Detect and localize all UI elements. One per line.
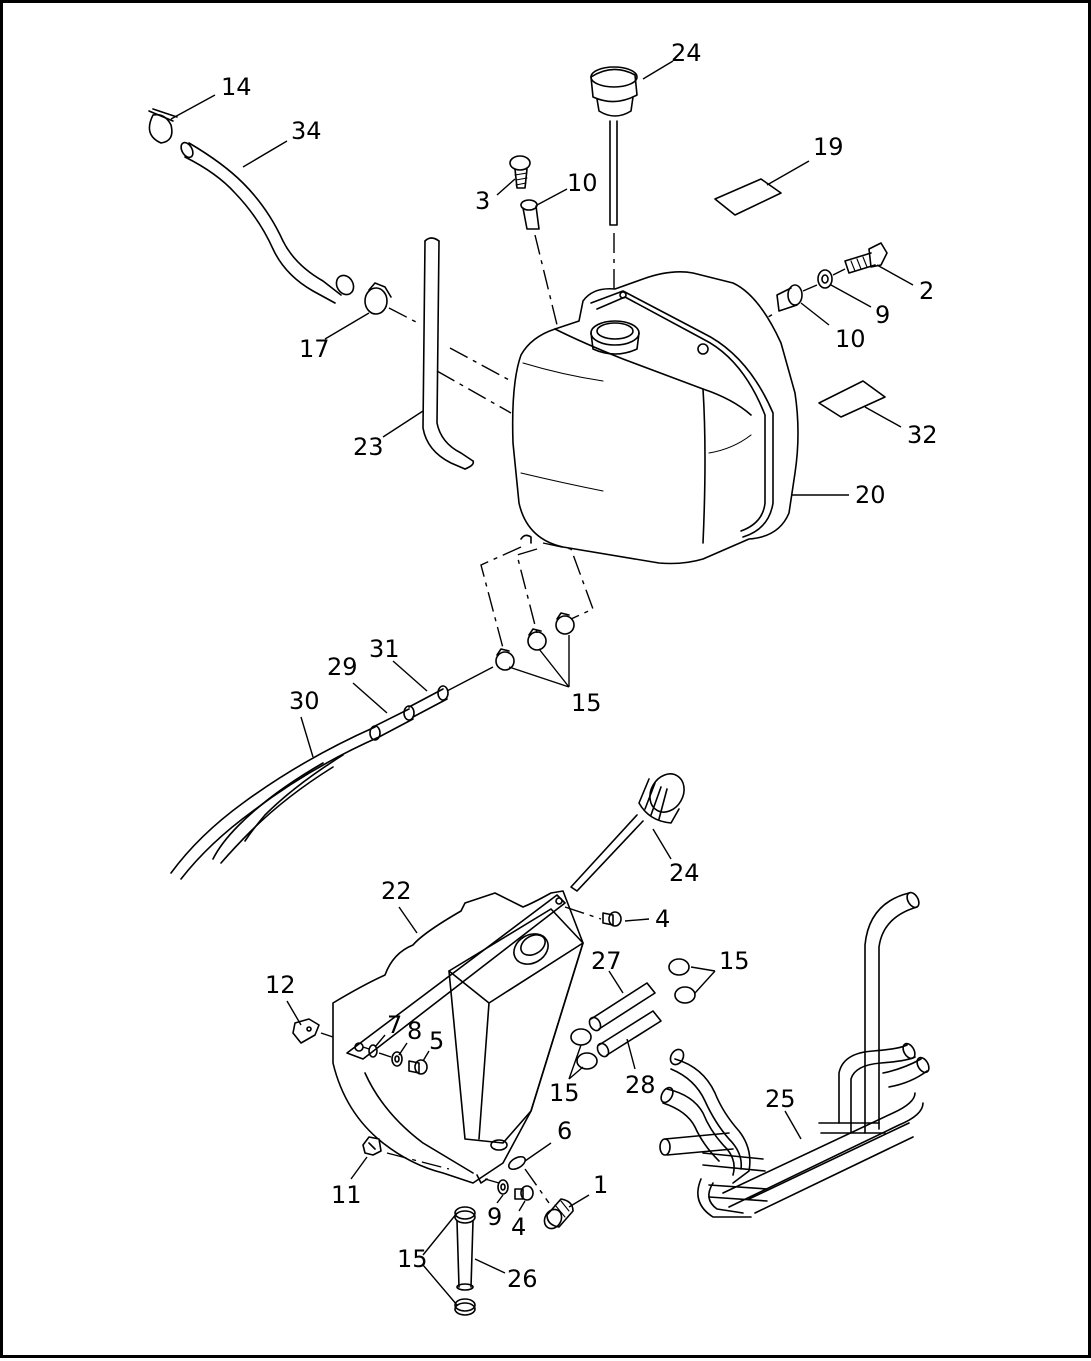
callout-7: 7 <box>387 1011 402 1039</box>
callout-27: 27 <box>591 947 622 975</box>
callout-1: 1 <box>593 1171 608 1199</box>
callout-15-upper: 15 <box>571 689 602 717</box>
callout-29: 29 <box>327 653 358 681</box>
callout-14: 14 <box>221 73 252 101</box>
leader-lines <box>170 60 914 1306</box>
hose-routing-dashes <box>480 534 594 649</box>
oil-tank-part-22 <box>332 890 584 1184</box>
screw-part-3 <box>509 155 531 189</box>
callout-10-upper: 10 <box>567 169 598 197</box>
screw-part-4-lower <box>514 1185 534 1201</box>
hose-part-26 <box>456 1220 474 1291</box>
callout-4-upper: 4 <box>655 905 670 933</box>
screw-part-4-upper <box>602 911 622 927</box>
callout-25: 25 <box>765 1085 796 1113</box>
callout-15-lower: 15 <box>397 1245 428 1273</box>
bushing-part-10-upper <box>520 199 540 230</box>
callout-26: 26 <box>507 1265 538 1293</box>
gasket-part-6 <box>508 1155 526 1171</box>
washer-part-9-upper <box>817 269 833 289</box>
callout-19: 19 <box>813 133 844 161</box>
clamp-part-17 <box>364 282 392 315</box>
callout-4-lower: 4 <box>511 1213 526 1241</box>
callout-9-lower: 9 <box>487 1203 502 1231</box>
oil-lines-part-25 <box>659 891 930 1218</box>
hose-clip-part-14 <box>148 108 178 144</box>
callout-labels: 14 34 24 19 3 10 2 9 10 17 23 32 20 31 2… <box>221 39 938 1293</box>
callout-30: 30 <box>289 687 320 715</box>
callout-2: 2 <box>919 277 934 305</box>
clip-part-12 <box>292 1018 320 1044</box>
clamps-part-15-mid <box>570 958 696 1070</box>
callout-34: 34 <box>291 117 322 145</box>
callout-10-right: 10 <box>835 325 866 353</box>
callout-28: 28 <box>625 1071 656 1099</box>
callout-11: 11 <box>331 1181 362 1209</box>
clip-part-11 <box>362 1136 382 1156</box>
callout-15-right: 15 <box>719 947 750 975</box>
clamps-part-15-upper <box>495 612 575 671</box>
tank-strap-part-23 <box>422 237 475 470</box>
callout-32: 32 <box>907 421 938 449</box>
dipstick-part-24-lower <box>570 773 685 892</box>
callout-20: 20 <box>855 481 886 509</box>
clamps-part-15-lower <box>454 1206 476 1316</box>
washers-parts-7-8 <box>368 1044 403 1067</box>
washer-part-9-lower <box>497 1179 509 1195</box>
exploded-parts-diagram: 14 34 24 19 3 10 2 9 10 17 23 32 20 31 2… <box>148 39 938 1316</box>
callout-9-upper: 9 <box>875 301 890 329</box>
callout-8: 8 <box>407 1017 422 1045</box>
dipstick-cap-part-24-upper <box>590 66 638 226</box>
callout-31: 31 <box>369 635 400 663</box>
callout-3: 3 <box>475 187 490 215</box>
decal-part-19 <box>714 178 782 216</box>
callout-5: 5 <box>429 1027 444 1055</box>
callout-24-lower: 24 <box>669 859 700 887</box>
oil-hoses-parts-29-30-31 <box>170 685 449 880</box>
hoses-parts-27-28 <box>588 982 662 1058</box>
callout-12: 12 <box>265 971 296 999</box>
screw-part-5 <box>408 1059 428 1075</box>
oil-tank-part-20 <box>511 271 799 565</box>
bushing-part-10-right <box>776 284 803 312</box>
bolt-part-2 <box>844 242 888 274</box>
drain-plug-part-1 <box>543 1198 574 1230</box>
callout-22: 22 <box>381 877 412 905</box>
callout-24-upper: 24 <box>671 39 702 67</box>
callout-15-left: 15 <box>549 1079 580 1107</box>
decal-part-32 <box>818 380 886 418</box>
callout-23: 23 <box>353 433 384 461</box>
callout-17: 17 <box>299 335 330 363</box>
callout-6: 6 <box>557 1117 572 1145</box>
vent-hose-part-34 <box>180 141 355 304</box>
